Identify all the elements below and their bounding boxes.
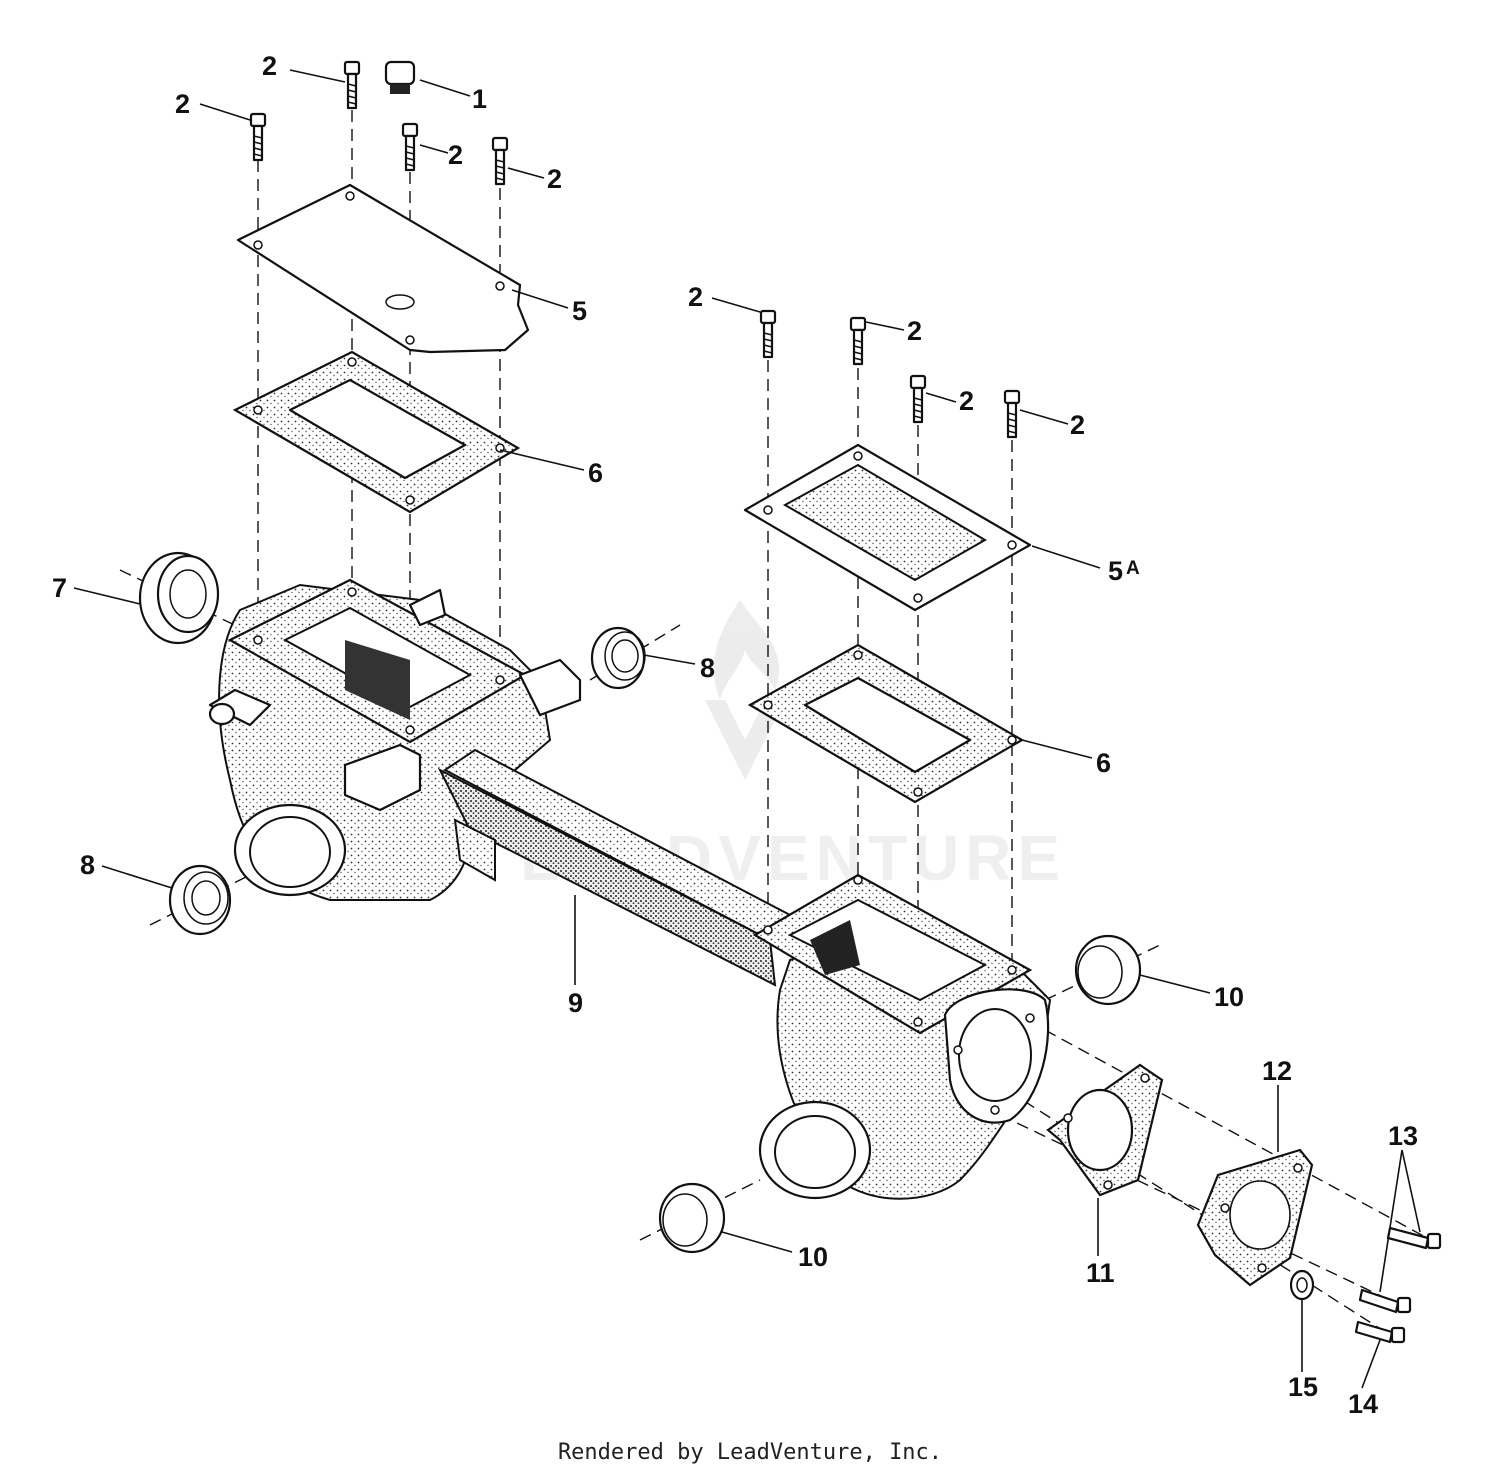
- callout-labels: 1 2 2 2 2 2 2 2 2 2 5 5A 6 6 7 8 8 9 10 …: [52, 51, 1418, 1419]
- callout-10: 10: [798, 1242, 828, 1272]
- callout-2: 2: [448, 140, 463, 170]
- bolt-icon: [759, 309, 777, 359]
- seal-10-upper: [1074, 934, 1142, 1006]
- callout-1: 1: [472, 84, 487, 114]
- bolt-icon: [1003, 389, 1021, 439]
- bolt-icon: [491, 136, 509, 186]
- callout-9: 9: [568, 988, 583, 1018]
- callout-8: 8: [700, 653, 715, 683]
- callout-6: 6: [588, 458, 603, 488]
- callout-10: 10: [1214, 982, 1244, 1012]
- callout-2: 2: [547, 164, 562, 194]
- callout-2: 2: [262, 51, 277, 81]
- gasket-6-right: [747, 643, 1025, 804]
- bolt-14: [1354, 1320, 1406, 1344]
- axle-tube-9: [437, 748, 792, 987]
- cap-plate-12: [1196, 1148, 1314, 1287]
- callout-2: 2: [907, 316, 922, 346]
- bolt-icon: [401, 122, 419, 172]
- callout-12: 12: [1262, 1056, 1292, 1086]
- washer-15: [1289, 1269, 1315, 1301]
- gasket-6-left: [232, 350, 521, 514]
- left-gear-housing: [208, 578, 582, 901]
- bolt-13-upper: [1386, 1226, 1442, 1250]
- bolt-icon: [849, 316, 867, 366]
- leader-lines: [73, 69, 1421, 1389]
- callout-2: 2: [175, 89, 190, 119]
- callout-7: 7: [52, 573, 67, 603]
- callout-13: 13: [1388, 1121, 1418, 1151]
- bolt-icon: [343, 60, 361, 110]
- bolt-icon: [909, 374, 927, 424]
- seal-8-upper: [590, 626, 646, 690]
- callout-5: 5: [572, 296, 587, 326]
- callout-14: 14: [1348, 1389, 1378, 1419]
- callout-11: 11: [1086, 1258, 1115, 1288]
- bolt-13-lower: [1358, 1288, 1412, 1314]
- callout-8: 8: [80, 850, 95, 880]
- callout-2: 2: [959, 386, 974, 416]
- callout-6: 6: [1096, 748, 1111, 778]
- callout-2: 2: [1070, 410, 1085, 440]
- bolt-icon: [249, 112, 267, 162]
- gasket-11: [1046, 1063, 1164, 1197]
- bearing-7: [138, 551, 220, 645]
- cover-plate-5a: [743, 443, 1032, 612]
- callout-15: 15: [1288, 1372, 1318, 1402]
- seal-10-lower: [658, 1182, 726, 1254]
- right-gear-housing: [752, 873, 1052, 1200]
- seal-8-lower: [168, 864, 232, 936]
- plug-icon: [384, 60, 416, 94]
- watermark-logo-icon: [705, 600, 785, 780]
- cover-plate-5: [236, 183, 530, 354]
- callout-2: 2: [688, 282, 703, 312]
- footer-credit: Rendered by LeadVenture, Inc.: [557, 1440, 943, 1465]
